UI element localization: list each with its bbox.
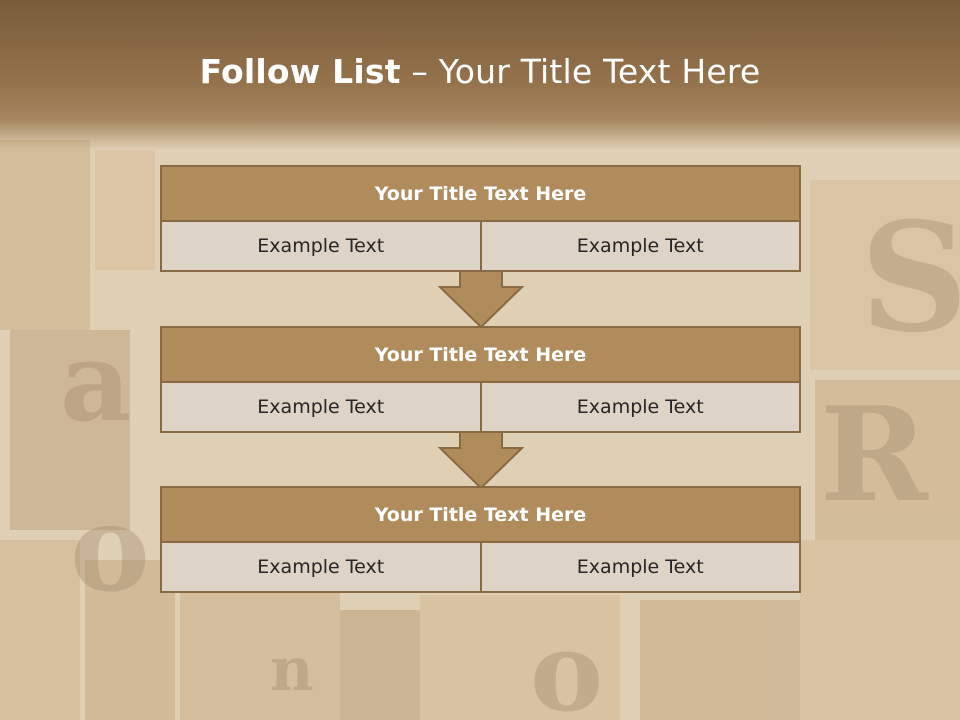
svg-text:n: n — [270, 635, 314, 705]
step-row: Example Text Example Text — [160, 222, 801, 272]
step-cell-right: Example Text — [481, 543, 801, 593]
step-title: Your Title Text Here — [160, 165, 801, 222]
svg-text:a: a — [60, 317, 131, 446]
step-row: Example Text Example Text — [160, 383, 801, 433]
step-block-2: Your Title Text Here Example Text Exampl… — [160, 326, 801, 433]
slide-title-bold: Follow List — [199, 52, 401, 91]
down-arrow-icon — [438, 270, 524, 329]
step-cell-right: Example Text — [481, 222, 801, 272]
step-title: Your Title Text Here — [160, 486, 801, 543]
step-cell-left: Example Text — [160, 543, 482, 593]
svg-text:o: o — [530, 607, 603, 720]
slide-title-rest: – Your Title Text Here — [400, 52, 761, 91]
svg-text:R: R — [820, 378, 929, 531]
svg-text:S: S — [860, 190, 960, 366]
step-row: Example Text Example Text — [160, 543, 801, 593]
step-block-3: Your Title Text Here Example Text Exampl… — [160, 486, 801, 593]
step-cell-left: Example Text — [160, 222, 482, 272]
step-cell-left: Example Text — [160, 383, 482, 433]
down-arrow-icon — [438, 431, 524, 490]
svg-text:o: o — [70, 478, 150, 619]
step-cell-right: Example Text — [481, 383, 801, 433]
header-band — [0, 0, 960, 150]
step-title: Your Title Text Here — [160, 326, 801, 383]
step-block-1: Your Title Text Here Example Text Exampl… — [160, 165, 801, 272]
slide-title: Follow List – Your Title Text Here — [0, 52, 960, 91]
